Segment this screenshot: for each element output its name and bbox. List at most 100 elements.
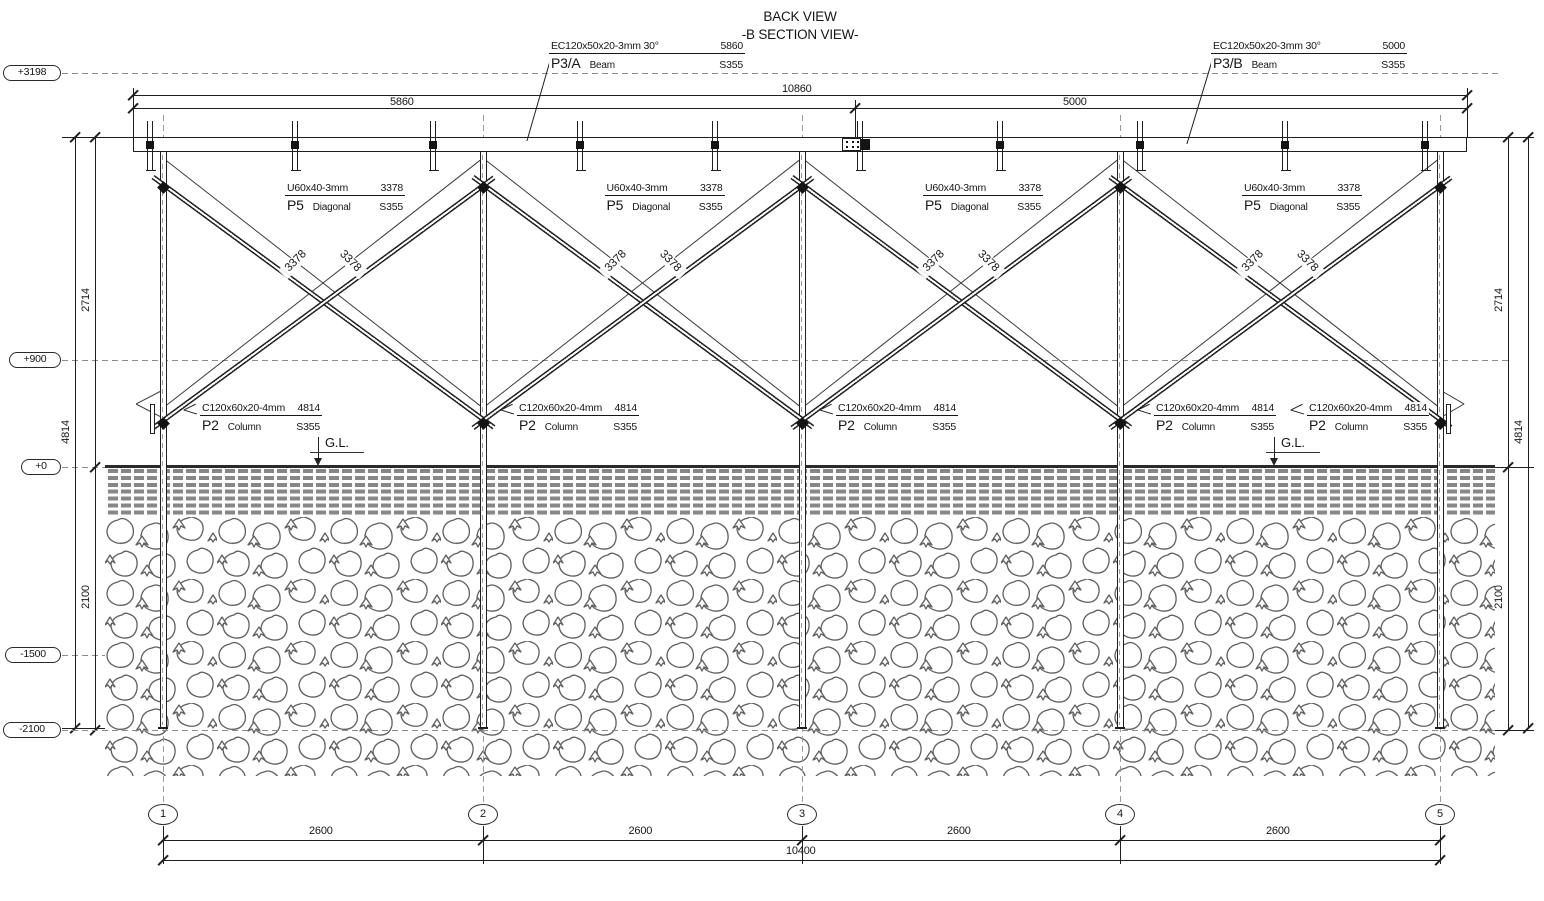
gl-underline xyxy=(1266,452,1320,454)
column-type: Column xyxy=(544,422,578,433)
splice-end-plate xyxy=(861,139,870,150)
diagonal-mark: P5 xyxy=(606,197,624,213)
column-type: Column xyxy=(227,422,261,433)
dim-side-upper-right: 2714 xyxy=(1493,288,1505,312)
beam-bolt xyxy=(711,141,719,149)
elevation-marker: -2100 xyxy=(3,722,61,738)
column-type: Column xyxy=(863,422,897,433)
beam-type: Beam xyxy=(1251,60,1278,71)
diagonal-length-label: 3378 xyxy=(332,243,368,280)
beam-length: 5000 xyxy=(1382,40,1405,52)
callout-leader xyxy=(526,57,552,142)
grid-bubble-label: 4 xyxy=(1117,808,1123,820)
elevation-label: +3198 xyxy=(17,66,47,78)
diagonal-length-label: 3378 xyxy=(916,243,952,280)
gl-arrow-line xyxy=(317,437,319,459)
dim-top-left: 5860 xyxy=(390,96,414,108)
diagonal-length-label: 3378 xyxy=(1289,243,1325,280)
beam-bolt xyxy=(576,141,584,149)
column-length: 4814 xyxy=(614,402,637,414)
splice-bolt-dot xyxy=(846,146,849,149)
column-mark: P2 xyxy=(202,417,219,433)
column-centerline xyxy=(482,155,484,725)
purlin-foot xyxy=(1280,170,1291,172)
callout-leader xyxy=(183,409,198,415)
column-base-cap xyxy=(1435,727,1445,729)
diagonal-grade: S355 xyxy=(698,201,723,213)
grid-bubble: 4 xyxy=(1105,804,1135,825)
column-grade: S355 xyxy=(932,421,956,433)
purlin-foot xyxy=(995,170,1006,172)
witness-line xyxy=(133,88,135,137)
beam-grade: S355 xyxy=(1381,59,1405,71)
splice-bolt-dot xyxy=(857,146,860,149)
diagonal-spec: U60x40-3mm xyxy=(925,182,987,194)
column-mark: P2 xyxy=(1156,417,1173,433)
dim-top-right: 5000 xyxy=(1063,96,1087,108)
column-grade: S355 xyxy=(1250,421,1274,433)
column-type: Column xyxy=(1334,422,1368,433)
elevation-marker: -1500 xyxy=(5,647,61,663)
diagonal-grade: S355 xyxy=(1336,201,1360,213)
level-dash-line xyxy=(62,73,1500,75)
gl-underline xyxy=(310,452,364,454)
witness-line xyxy=(1495,730,1534,732)
dim-side-lower-right: 2100 xyxy=(1493,585,1505,609)
witness-line xyxy=(855,100,857,137)
bubble-stem xyxy=(482,826,484,840)
callout-leader xyxy=(500,409,515,415)
roof-beam xyxy=(133,137,1467,152)
dim-line-left-inner xyxy=(95,137,97,730)
gl-arrow-line xyxy=(1273,437,1275,459)
beam-splice-plate xyxy=(842,138,861,151)
elevation-label: -2100 xyxy=(19,723,45,735)
grid-bubble-label: 3 xyxy=(799,808,805,820)
witness-line xyxy=(1467,137,1534,139)
grid-bubble-label: 5 xyxy=(1437,808,1443,820)
column-length: 4814 xyxy=(1251,402,1274,414)
diagonal-mark: P5 xyxy=(1244,197,1261,213)
bubble-stem xyxy=(1439,826,1441,840)
dim-bottom-total: 10400 xyxy=(786,845,816,857)
diagonal-type: Diagonal xyxy=(632,202,671,213)
beam-spec: EC120x50x20-3mm 30° xyxy=(551,40,659,52)
gl-label: G.L. xyxy=(1281,435,1305,450)
diagonal-spec: U60x40-3mm xyxy=(287,182,349,194)
witness-line xyxy=(1495,467,1534,469)
drawing-title-line1: BACK VIEW xyxy=(763,9,837,24)
column-length: 4814 xyxy=(1404,402,1427,414)
column-base-cap xyxy=(797,727,807,729)
diagonal-type: Diagonal xyxy=(950,202,989,213)
beam-mark: P3/B xyxy=(1213,55,1243,71)
purlin-foot xyxy=(290,170,301,172)
column-spec: C120x60x20-4mm xyxy=(202,402,285,414)
column-centerline xyxy=(1119,155,1121,725)
diagonal-grade: S355 xyxy=(1017,201,1041,213)
elevation-label: -1500 xyxy=(20,648,46,660)
drawing-title-line2: -B SECTION VIEW- xyxy=(741,27,859,42)
dim-line-left-outer xyxy=(75,137,77,728)
diagonal-length: 3378 xyxy=(1018,182,1041,194)
level-dash-line xyxy=(62,360,1508,362)
beam-bolt xyxy=(291,141,299,149)
bubble-stem xyxy=(801,826,803,840)
dim-line-top-total xyxy=(133,95,1467,97)
level-dash-line xyxy=(62,467,105,469)
beam-bolt xyxy=(996,141,1004,149)
column-member xyxy=(798,152,806,728)
purlin-foot xyxy=(855,170,866,172)
column-member xyxy=(479,152,487,728)
column-grade: S355 xyxy=(613,421,637,433)
column-base-cap xyxy=(158,727,168,729)
diagonal-type: Diagonal xyxy=(312,202,351,213)
diagonal-length-label: 3378 xyxy=(597,243,634,280)
splice-bolt-dot xyxy=(852,141,855,144)
elevation-marker: +3198 xyxy=(3,65,61,81)
